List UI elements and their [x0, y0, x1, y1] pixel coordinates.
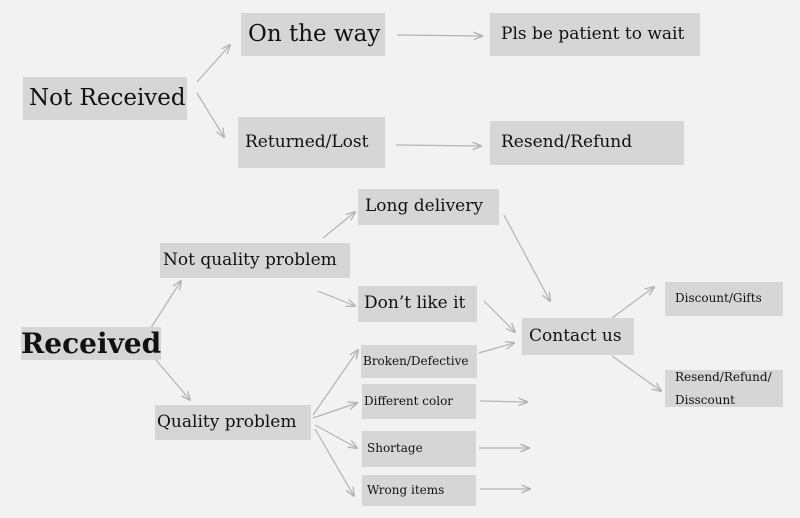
node-shortage: Shortage	[362, 431, 476, 467]
node-resend-refund-discount: Resend/Refund/ Disscount	[665, 370, 783, 407]
node-on-the-way-label: On the way	[248, 21, 381, 48]
arrow-quality-broken	[312, 350, 358, 416]
arrow-contact-discount	[611, 287, 654, 319]
arrow-ontheway-wait	[396, 35, 482, 36]
node-dont-like-it: Don’t like it	[358, 286, 477, 322]
node-different-color-label: Different color	[364, 393, 454, 408]
node-not-received: Not Received	[23, 77, 187, 120]
node-wrong-items: Wrong items	[362, 475, 476, 506]
arrow-broken-contact	[478, 343, 514, 354]
node-broken-defective-label: Broken/Defective	[363, 353, 469, 368]
arrow-returned-resend	[395, 145, 481, 146]
arrow-longdelivery-contact	[503, 214, 550, 301]
node-resend-refund: Resend/Refund	[490, 121, 684, 165]
node-pls-wait-label: Pls be patient to wait	[501, 23, 685, 44]
arrow-notquality-dontlike	[317, 290, 355, 306]
node-received-label: Received	[21, 327, 162, 360]
node-quality-problem: Quality problem	[155, 405, 311, 440]
node-dont-like-it-label: Don’t like it	[364, 293, 466, 314]
node-long-delivery-label: Long delivery	[365, 196, 483, 217]
node-broken-defective: Broken/Defective	[361, 345, 477, 378]
node-wrong-items-label: Wrong items	[367, 482, 445, 497]
node-different-color: Different color	[362, 384, 476, 419]
node-long-delivery: Long delivery	[358, 189, 499, 225]
arrow-quality-wrong	[314, 428, 354, 496]
node-quality-problem-label: Quality problem	[157, 411, 297, 432]
arrow-color-out	[479, 401, 527, 402]
node-contact-us-label: Contact us	[529, 325, 622, 346]
node-pls-wait: Pls be patient to wait	[490, 13, 700, 56]
node-discount-gifts: Discount/Gifts	[665, 282, 783, 316]
node-contact-us: Contact us	[522, 318, 634, 355]
arrow-quality-shortage	[314, 424, 357, 448]
node-shortage-label: Shortage	[367, 441, 423, 456]
arrow-quality-color	[312, 403, 357, 419]
arrow-notquality-longdelivery	[322, 212, 355, 239]
node-not-quality-problem: Not quality problem	[160, 243, 350, 278]
node-on-the-way: On the way	[241, 13, 385, 56]
node-resend-refund-discount-line2: Disscount	[675, 392, 735, 407]
arrow-dontlike-contact	[483, 300, 515, 332]
node-discount-gifts-label: Discount/Gifts	[675, 291, 762, 306]
node-resend-refund-label: Resend/Refund	[501, 132, 633, 153]
node-resend-refund-discount-line1: Resend/Refund/	[675, 369, 772, 384]
node-not-quality-problem-label: Not quality problem	[163, 249, 337, 270]
node-not-received-label: Not Received	[29, 85, 186, 112]
arrow-contact-resend	[611, 355, 661, 391]
arrow-notreceived-ontheway	[196, 45, 230, 83]
node-returned-lost: Returned/Lost	[238, 117, 385, 168]
node-returned-lost-label: Returned/Lost	[245, 131, 369, 152]
arrow-notreceived-returned	[196, 92, 224, 137]
